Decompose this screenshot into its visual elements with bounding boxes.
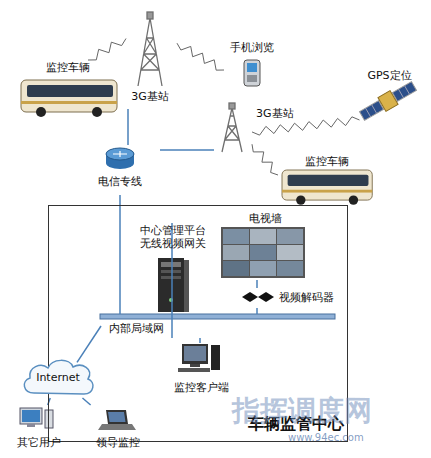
- node-label: 电视墙: [219, 212, 311, 225]
- phone-icon: [244, 60, 260, 86]
- wireless-link: [177, 43, 224, 70]
- wired-link: [77, 326, 101, 362]
- wireless-link: [252, 144, 278, 175]
- node-label: 手机浏览: [224, 41, 280, 54]
- router-node: 电信专线: [80, 145, 160, 195]
- node-label: 电信专线: [80, 175, 160, 188]
- wired-link: [256, 308, 258, 314]
- decoder-icon: [242, 292, 274, 302]
- wired-link: [199, 338, 201, 343]
- tower-icon: [222, 103, 242, 152]
- base-station-node: 3G基站: [120, 15, 180, 109]
- gps-satellite-node: GPS定位: [352, 68, 427, 120]
- node-label: 内部局域网: [109, 322, 209, 335]
- video-wall-node: 电视墙: [219, 212, 311, 280]
- gateway-server-node: 中心管理平台 无线视频网关: [133, 223, 213, 315]
- lan-bus-node: 内部局域网: [101, 314, 336, 338]
- bus-icon: [21, 80, 117, 117]
- lan-bar: [100, 314, 335, 319]
- node-label: 监控客户端: [161, 381, 241, 394]
- node-label: 监控车辆: [278, 155, 376, 168]
- vehicle-node: 监控车辆: [18, 60, 118, 120]
- wired-link: [127, 109, 129, 145]
- video-decoder-node: 视频解码器: [239, 288, 344, 308]
- node-label: 3G基站: [120, 90, 180, 103]
- node-label: 视频解码器: [279, 291, 344, 304]
- wired-link: [256, 280, 258, 288]
- wired-link: [160, 149, 214, 151]
- video-wall-icon: [221, 227, 305, 278]
- node-label: 3G基站: [256, 107, 308, 120]
- node-label: Internet: [20, 371, 96, 384]
- server-icon: [158, 258, 189, 312]
- node-label: 中心管理平台 无线视频网关: [137, 224, 209, 250]
- wireless-link: [88, 39, 126, 61]
- mobile-phone-node: 手机浏览: [224, 40, 280, 90]
- node-label: 监控车辆: [18, 61, 118, 74]
- monitor-client-node: 监控客户端: [161, 343, 241, 396]
- pc-icon: [178, 344, 220, 372]
- laptop-icon: [98, 410, 136, 430]
- bus-icon: [282, 170, 372, 205]
- internet-cloud: Internet: [20, 356, 96, 398]
- leader-laptop-node: 领导监控: [86, 405, 150, 452]
- vehicle-node: 监控车辆: [278, 155, 376, 205]
- satellite-icon: [358, 79, 418, 123]
- node-label: 领导监控: [86, 436, 150, 449]
- wired-link: [82, 398, 90, 405]
- user-computer-node: 其它用户: [10, 405, 68, 452]
- router-icon: [106, 148, 134, 169]
- base-station-node: 3G基站: [214, 105, 252, 154]
- node-label: 车辆监管中心: [199, 414, 344, 433]
- node-label: 其它用户: [10, 436, 68, 449]
- tower-icon: [138, 12, 162, 86]
- node-label: GPS定位: [352, 69, 427, 82]
- wired-link: [119, 195, 121, 314]
- monitoring-center-box: 车辆监管中心 中心管理平台 无线视频网关电视墙视频解码器内部局域网监控客户端: [48, 205, 348, 442]
